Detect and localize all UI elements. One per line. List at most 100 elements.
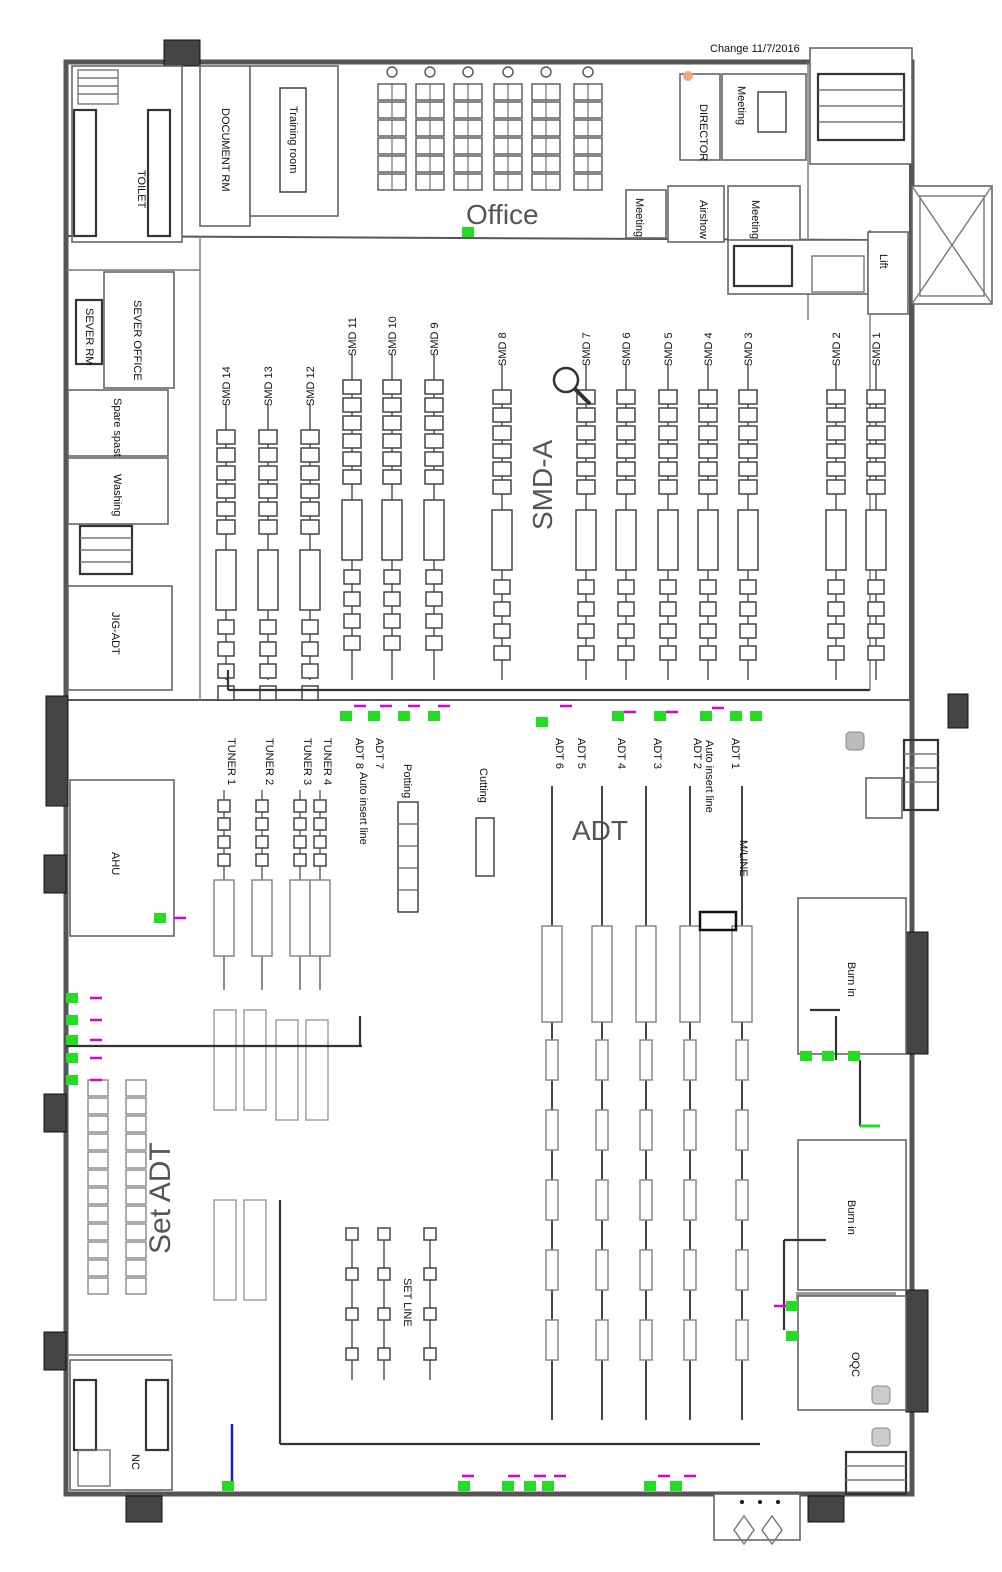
adt-line: ADT 1 (729, 738, 741, 769)
green-marker (750, 711, 762, 721)
pillars (43, 39, 969, 1523)
set-adt-rack (87, 1151, 109, 1169)
cutting-station (475, 817, 495, 877)
green-marker (644, 1481, 656, 1491)
smd-line: SMD 13 (257, 366, 279, 701)
adt-zone-label: ADT (572, 815, 628, 846)
set-adt-rack (87, 1259, 109, 1277)
green-marker (786, 1301, 798, 1311)
smd-line: SMD 11 (341, 317, 363, 680)
jig-adt-label: JIG-ADT (109, 612, 121, 655)
set-adt-racks (87, 1009, 329, 1301)
oqc-label: OQC (849, 1352, 861, 1377)
auto-insert-left-label: Auto insert line (357, 772, 369, 845)
adt-line-label: ADT 4 (615, 738, 627, 769)
set-line-label: SET LINE (401, 1278, 413, 1327)
green-marker (542, 1481, 554, 1491)
green-marker (368, 711, 380, 721)
set-adt-zone-label: Set ADT (144, 1142, 177, 1254)
toilet-block-right (727, 239, 869, 295)
server-room-label: SEVER RM (83, 308, 95, 365)
set-adt-rack (125, 1277, 147, 1295)
adt-line: ADT 4 (615, 738, 627, 769)
set-adt-rack (87, 1241, 109, 1259)
burn-in-2-label: Burn in (845, 1200, 857, 1235)
main-entrance (713, 1493, 801, 1546)
inspection-box (698, 910, 738, 932)
burn-in-room-1: Burn in (797, 897, 907, 1128)
tuner-label: TUNER 1 (225, 738, 237, 785)
green-marker (340, 711, 352, 721)
washing-room: Washing (67, 457, 169, 525)
document-room-label: DOCUMENT RM (219, 108, 231, 192)
green-marker (524, 1481, 536, 1491)
set-adt-rack (87, 1223, 109, 1241)
adt-conveyor (731, 786, 753, 1420)
adt-line: ADT 2 (691, 738, 703, 769)
smd-line-label: SMD 11 (347, 317, 359, 356)
smd-line-label: SMD 9 (429, 322, 441, 356)
green-marker (66, 1075, 78, 1085)
ahu-room: AHU (69, 779, 175, 937)
set-adt-rack (125, 1259, 147, 1277)
green-marker (786, 1331, 798, 1341)
smd-line: SMD 3 (737, 332, 759, 680)
green-marker (612, 711, 624, 721)
green-marker (458, 1481, 470, 1491)
smd-line-label: SMD 8 (497, 332, 509, 366)
set-adt-cell (305, 1019, 329, 1121)
smd-line: SMD 1 (865, 332, 887, 680)
desk-cluster (453, 66, 483, 191)
desk-cluster (493, 66, 523, 191)
set-adt-rack (125, 1079, 147, 1097)
office-zone-label: Office (466, 199, 539, 230)
lift: Lift (867, 231, 909, 315)
adt-conveyor (591, 786, 613, 1420)
oqc-room: OQC (797, 1295, 907, 1447)
director-room: DIRECTOR (679, 71, 721, 161)
meeting-top-label: Meeting (735, 86, 747, 125)
tuner-label: TUNER 2 (263, 738, 275, 785)
washing-label: Washing (111, 474, 123, 516)
set-adt-rack (125, 1223, 147, 1241)
green-marker (66, 993, 78, 1003)
tuner-line: TUNER 4 (309, 738, 333, 990)
set-adt-cell (243, 1199, 267, 1301)
adt7-label: ADT 7 (373, 738, 385, 769)
set-adt-rack (87, 1277, 109, 1295)
adt8-label: ADT 8 (353, 738, 365, 769)
desk-cluster (377, 66, 407, 191)
smd-line-label: SMD 13 (263, 366, 275, 406)
smd-line: SMD 8 (491, 332, 513, 680)
auto-insert-right-label: Auto insert line (703, 740, 715, 813)
smd-line: SMD 14 (215, 366, 237, 701)
green-marker (700, 711, 712, 721)
smd-line: SMD 4 (697, 332, 719, 680)
smd-line: SMD 7 (575, 332, 597, 680)
set-line-group (345, 1227, 437, 1380)
set-adt-rack (87, 1133, 109, 1151)
green-marker (66, 1035, 78, 1045)
set-adt-cell (213, 1009, 237, 1111)
green-marker (66, 1015, 78, 1025)
green-marker (398, 711, 410, 721)
office-desk-clusters (377, 66, 603, 191)
meeting-room-top: Meeting (721, 73, 807, 161)
smd-line-label: SMD 6 (621, 332, 633, 366)
toilet-label: TOILET (135, 170, 147, 209)
set-adt-rack (125, 1241, 147, 1259)
training-room: Training room (249, 65, 339, 217)
smd-line-label: SMD 5 (663, 332, 675, 366)
toilet-block-bottom: NC (69, 1359, 173, 1491)
spare-part-label: Spare spast (111, 398, 123, 457)
adt-conveyor (635, 786, 657, 1420)
green-marker (848, 1051, 860, 1061)
green-marker (502, 1481, 514, 1491)
adt-line: ADT 3 (651, 738, 663, 769)
meeting-small-label: Meeting (633, 198, 645, 237)
set-adt-rack (125, 1205, 147, 1223)
document-room: DOCUMENT RM (199, 65, 251, 227)
